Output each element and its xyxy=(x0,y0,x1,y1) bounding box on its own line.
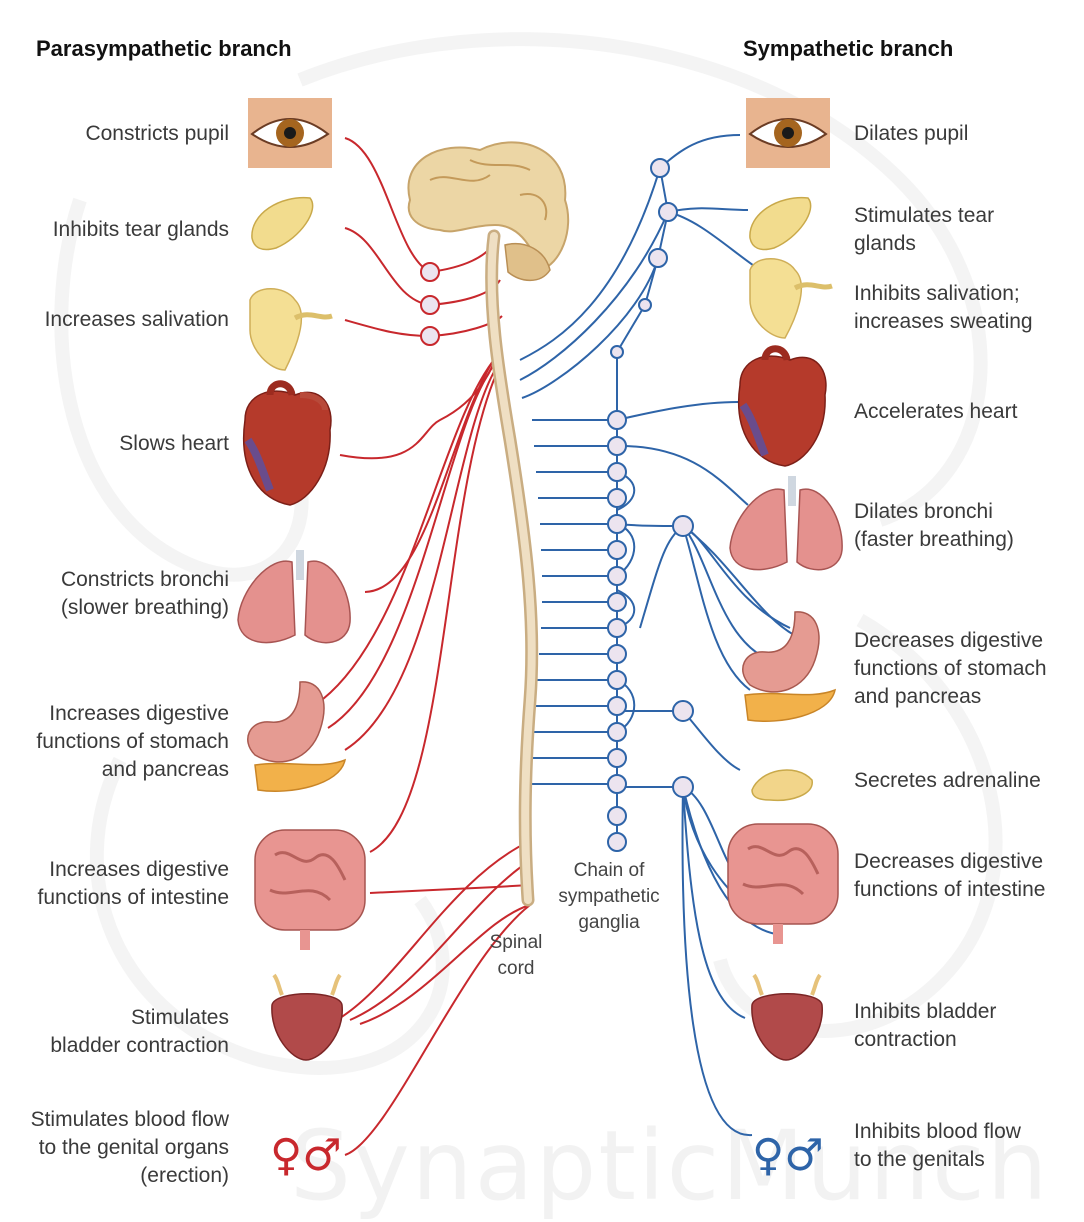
symp-label-intestine: Decreases digestive functions of intesti… xyxy=(854,850,1046,901)
parasympathetic-ganglia xyxy=(420,262,440,346)
eye-icon-left xyxy=(248,98,332,168)
symp-label-tear: Stimulates tear glands xyxy=(854,204,995,255)
tear-gland-icon-left xyxy=(251,196,314,251)
heart-icon-left xyxy=(243,380,332,506)
para-label-stomach: Increases digestive functions of stomach… xyxy=(36,702,229,781)
watermark-text: SynapticMunch xyxy=(290,1110,1050,1222)
parasympathetic-header: Parasympathetic branch xyxy=(36,36,292,61)
spinal-cord-label: Spinal cord xyxy=(489,932,543,979)
symp-label-pupil: Dilates pupil xyxy=(854,122,969,145)
symp-label-bladder: Inhibits bladder contraction xyxy=(854,1000,997,1051)
symp-label-heart: Accelerates heart xyxy=(854,400,1018,423)
stomach-icon-left xyxy=(247,681,347,792)
bladder-icon-left xyxy=(271,973,343,1061)
bladder-icon-right xyxy=(751,973,823,1061)
para-label-tear: Inhibits tear glands xyxy=(52,218,229,241)
para-label-heart: Slows heart xyxy=(119,432,229,455)
gender-symbols-icon-left: ♀♂ xyxy=(270,1130,342,1181)
symp-label-adrenaline: Secretes adrenaline xyxy=(854,769,1041,792)
gender-symbols-icon-right: ♀♂ xyxy=(752,1130,824,1181)
para-label-bronchi: Constricts bronchi (slower breathing) xyxy=(60,568,229,619)
heart-icon-right xyxy=(738,345,827,467)
stomach-icon-right xyxy=(742,611,837,722)
para-label-intestine: Increases digestive functions of intesti… xyxy=(37,858,229,909)
salivary-gland-icon-right xyxy=(749,258,833,339)
para-label-bladder: Stimulates bladder contraction xyxy=(50,1006,229,1057)
para-label-saliva: Increases salivation xyxy=(44,308,229,331)
intestine-icon-right xyxy=(727,823,839,944)
symp-label-stomach: Decreases digestive functions of stomach… xyxy=(854,629,1047,708)
chain-ganglia-label: Chain of sympathetic ganglia xyxy=(558,860,660,933)
brain-icon xyxy=(407,141,570,282)
lungs-icon-right xyxy=(729,476,843,571)
tear-gland-icon-right xyxy=(749,196,812,251)
adrenal-gland-icon-right xyxy=(751,769,813,802)
para-label-pupil: Constricts pupil xyxy=(85,122,229,145)
sympathetic-header: Sympathetic branch xyxy=(743,36,954,61)
salivary-gland-icon-left xyxy=(249,288,333,371)
intestine-icon-left xyxy=(254,829,366,950)
symp-label-saliva: Inhibits salivation; increases sweating xyxy=(854,282,1033,333)
sympathetic-ganglia xyxy=(607,158,694,852)
eye-icon-right xyxy=(746,98,830,168)
lungs-icon-left xyxy=(237,550,351,644)
symp-label-bronchi: Dilates bronchi (faster breathing) xyxy=(854,500,1014,551)
para-label-genital: Stimulates blood flow to the genital org… xyxy=(30,1108,229,1187)
symp-label-genital: Inhibits blood flow to the genitals xyxy=(854,1120,1021,1171)
